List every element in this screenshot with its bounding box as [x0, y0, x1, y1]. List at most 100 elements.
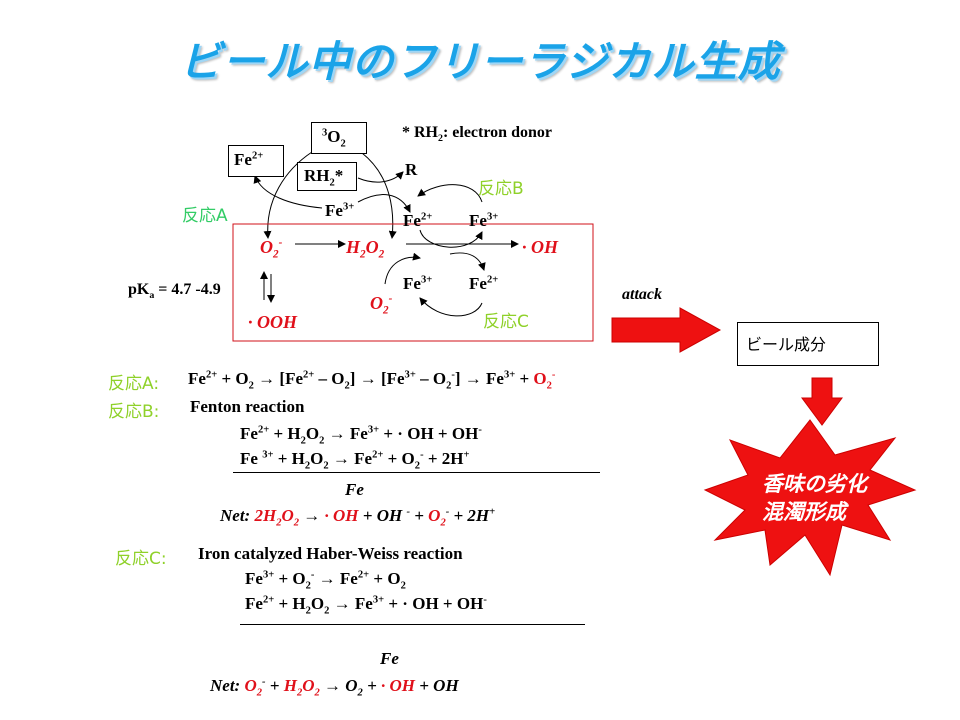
equation-term: Fe [188, 369, 206, 388]
haber-weiss-equation-1: Fe3+ + O2- → Fe2+ + O2 [245, 569, 406, 591]
arrow-b-top [417, 184, 483, 203]
flavor-deterioration: 香味の劣化 [762, 472, 867, 496]
sub: 2 [273, 248, 279, 261]
haber-weiss-net-equation: Net: O2- + H2O2 → O2 + · OH + OH [210, 676, 459, 698]
arrow-fe3-to-fe2b [357, 194, 411, 213]
slide-title: ビール中のフリーラジカル生成 [179, 37, 781, 86]
rh2-label: RH [304, 166, 330, 185]
equation-term: Net: [220, 506, 255, 525]
equation-term: 2+ [257, 424, 270, 436]
equation-term: → [299, 506, 325, 525]
fenton-net-equation: Net: 2H2O2 → · OH + OH - + O2- + 2H+ [220, 506, 495, 528]
fe2-b: Fe2+ [403, 211, 432, 231]
sub: 2 [340, 138, 346, 150]
attack-label: attack [622, 286, 662, 303]
equation-term: 2H [254, 506, 277, 525]
equation-term: 2 [323, 460, 329, 472]
equation-term: - [310, 569, 315, 581]
attack-arrow [611, 307, 722, 353]
haze-formation: 混濁形成 [762, 500, 846, 524]
equation-term: 2+ [357, 569, 370, 581]
equation-term: + 2H [423, 449, 464, 468]
fenton-equation-1: Fe2+ + H2O2 → Fe3+ + · OH + OH- [240, 424, 482, 446]
effect-text: 香味の劣化 混濁形成 [762, 470, 867, 526]
equation-term: Fe [245, 594, 263, 613]
equation-term: + OH [415, 676, 459, 695]
equation-term: · OH [324, 506, 359, 525]
equation-term: + OH [358, 506, 407, 525]
equation-term: 3+ [262, 449, 274, 461]
t: Fe [403, 211, 421, 230]
beer-component-box: ビール成分 [737, 322, 879, 366]
equation-term: O [345, 676, 358, 695]
equation-term: 2 [546, 380, 552, 392]
asterisk: * [334, 166, 344, 185]
t: O [370, 293, 383, 313]
equation-term: 3+ [503, 369, 516, 381]
equation-term: + 2H [449, 506, 490, 525]
arrow-c-bottom [419, 297, 483, 317]
equation-term: O [428, 506, 441, 525]
sub: 2 [378, 248, 385, 261]
equation-term: 2 [300, 435, 306, 447]
effect-starburst [703, 419, 917, 577]
sup: 2+ [251, 150, 264, 162]
electron-donor-note: * RH2: electron donor [402, 124, 552, 144]
t: : electron donor [442, 124, 552, 141]
perhydroxyl-radical: · OOH [248, 312, 297, 332]
equation-term: O [302, 676, 315, 695]
equation-term: 2 [414, 460, 421, 472]
equation-term: + H [269, 424, 301, 443]
superoxide: O2- [260, 237, 282, 261]
equation-term: + [409, 506, 429, 525]
equation-term: 2 [400, 580, 406, 592]
reaction-b-label: 反応B [478, 179, 524, 199]
reaction-a-label: 反応A [182, 206, 228, 226]
triplet-oxygen-label: O [327, 127, 341, 146]
r-label: R [405, 160, 418, 179]
equation-term: 2+ [372, 449, 384, 461]
sup: - [388, 293, 393, 305]
equation-term: 2 [305, 605, 311, 617]
equation-term: 2 [319, 435, 325, 447]
sub: 2 [329, 177, 335, 189]
equation-term: Fe [245, 569, 263, 588]
down-arrow [801, 377, 843, 426]
equation-term: 3+ [262, 569, 275, 581]
equation-term: O [310, 594, 325, 613]
arrow-c-right [449, 252, 486, 271]
t: * RH [402, 124, 438, 141]
fe3-b: Fe3+ [469, 211, 498, 231]
equation-term: 2 [293, 517, 300, 529]
triplet-oxygen-box: 3O2 [311, 122, 367, 154]
fenton-catalyst: Fe [345, 480, 364, 499]
equation-term: 3+ [404, 369, 416, 381]
t: Fe [325, 201, 343, 220]
rh2-box: RH2* [297, 162, 357, 191]
equation-term: 2 [324, 605, 330, 617]
equation-term: 2 [344, 380, 350, 392]
equation-term: → [Fe [253, 369, 303, 388]
equation-term: + [515, 369, 534, 388]
equation-term: + H [274, 594, 306, 613]
equation-term: - [483, 594, 487, 606]
reaction-a-eq-label: 反応A: [108, 374, 160, 394]
sup: 2+ [420, 211, 433, 223]
equation-term: H [283, 676, 297, 695]
equation-term: 2 [440, 517, 446, 529]
reaction-b-eq-label: 反応B: [108, 402, 160, 422]
equation-term: 2+ [303, 369, 315, 381]
t: Fe [469, 211, 487, 230]
equation-term: 2 [305, 580, 311, 592]
arrow-rh2-to-r [357, 171, 404, 183]
equation-term: · OH [381, 676, 415, 695]
equation-term: + O [217, 369, 249, 388]
equation-term: - [445, 506, 450, 518]
fenton-equation-2: Fe 3+ + H2O2 → Fe2+ + O2- + 2H+ [240, 449, 470, 471]
equation-term: + H [273, 449, 305, 468]
hydrogen-peroxide: H2O2 [346, 237, 384, 261]
sup: - [278, 237, 283, 249]
sub: 2 [438, 133, 443, 145]
equation-term: ] → Fe [454, 369, 504, 388]
t: pK [128, 281, 150, 298]
